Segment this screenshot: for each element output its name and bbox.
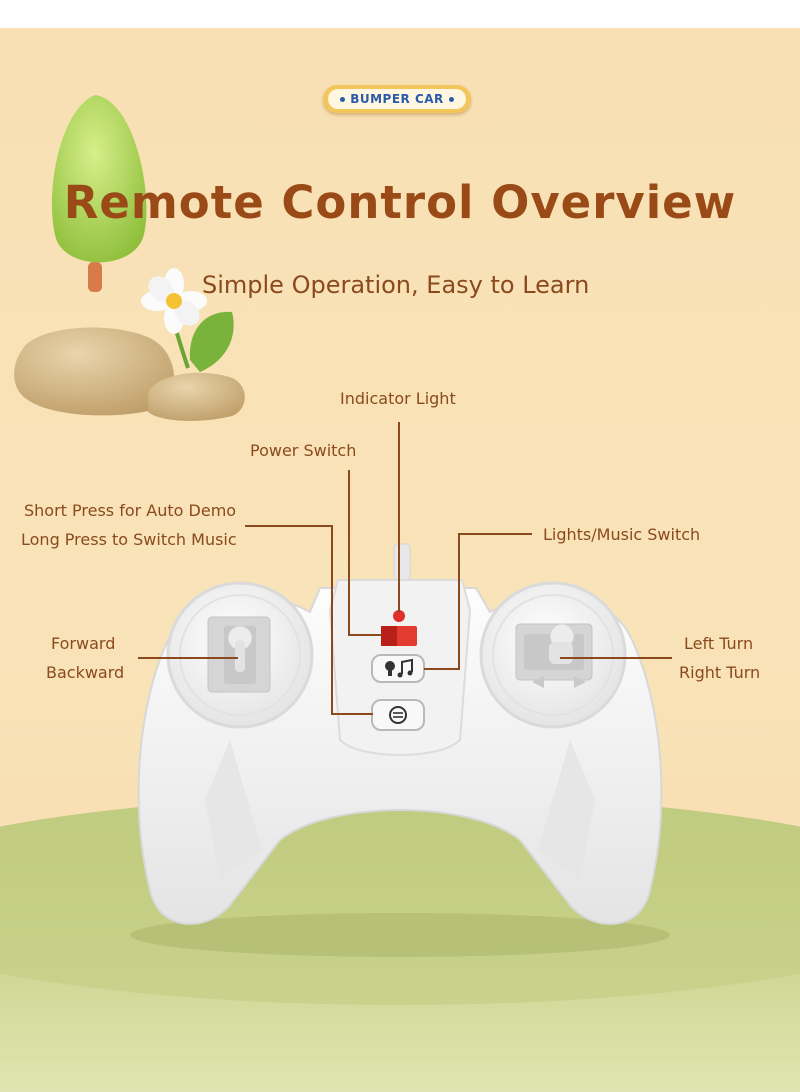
remote-controller: [137, 543, 663, 925]
demo-line-h2: [331, 713, 373, 715]
label-long-press: Long Press to Switch Music: [21, 530, 237, 549]
label-lights-music: Lights/Music Switch: [543, 525, 701, 544]
demo-line-v: [331, 525, 333, 715]
label-right-turn: Right Turn: [679, 663, 761, 682]
label-power-switch: Power Switch: [250, 441, 357, 460]
label-short-press: Short Press for Auto Demo: [24, 501, 237, 520]
label-forward: Forward: [51, 634, 116, 653]
label-left-turn: Left Turn: [684, 634, 754, 653]
forward-line-h: [138, 657, 238, 659]
brand-badge: BUMPER CAR: [323, 85, 471, 113]
power-line-v: [348, 470, 350, 635]
label-indicator-light: Indicator Light: [340, 389, 456, 408]
turn-line-h: [560, 657, 672, 659]
page-subtitle: Simple Operation, Easy to Learn: [202, 271, 590, 299]
rocks-decoration: [14, 327, 245, 421]
demo-line-h1: [245, 525, 333, 527]
power-line-h: [348, 634, 382, 636]
badge-text: BUMPER CAR: [350, 92, 444, 106]
indicator-line-v: [398, 422, 400, 612]
platform: [0, 795, 800, 1092]
label-backward: Backward: [46, 663, 125, 682]
flower-decoration: [141, 268, 234, 372]
tree-decoration: [51, 95, 147, 292]
top-margin: [0, 0, 800, 28]
page-title: Remote Control Overview: [63, 176, 737, 229]
lights-line-h2: [424, 668, 460, 670]
lights-line-h1: [458, 533, 532, 535]
lights-line-v: [458, 533, 460, 669]
